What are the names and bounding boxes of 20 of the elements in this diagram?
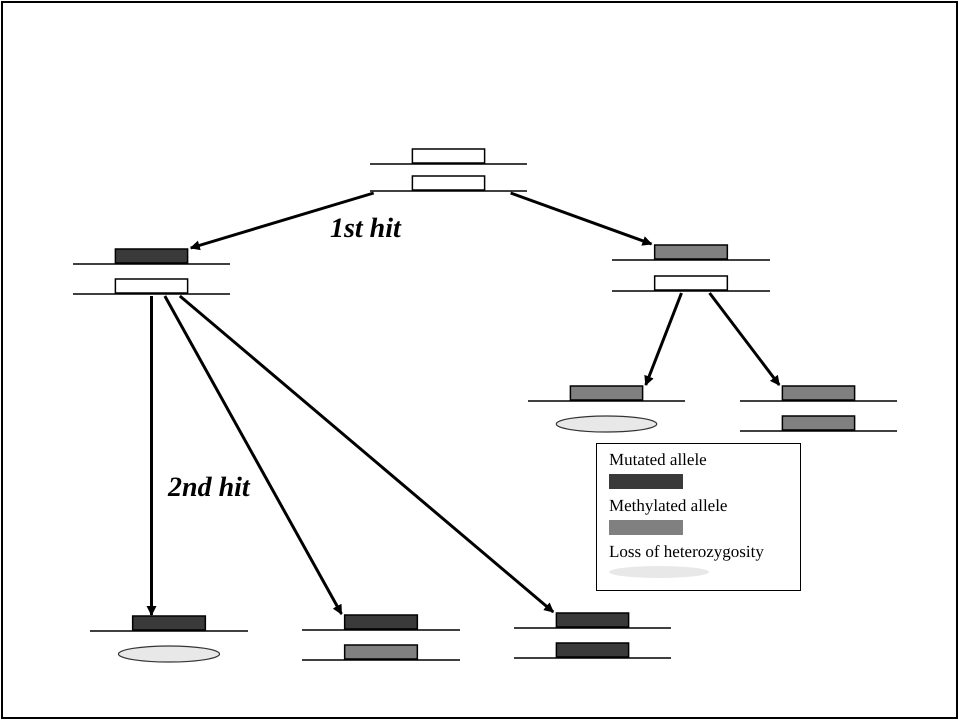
arrow: [190, 192, 374, 250]
chromosome-pair-drawing: [370, 148, 527, 193]
step-label: 2nd hit: [168, 472, 250, 504]
arrow: [510, 192, 652, 246]
arrow: [644, 292, 683, 386]
chromosome-pair-drawing: [612, 244, 770, 293]
arrow: [146, 296, 156, 616]
chromosome-pair-drawing: [90, 615, 248, 663]
chromosome-pair-drawing: [740, 385, 897, 433]
legend-text: Loss of heterozygosity: [609, 542, 764, 562]
legend-text: Methylated allele: [609, 496, 728, 516]
arrow: [708, 292, 780, 386]
chromosome-pair-drawing: [528, 385, 685, 433]
legend-text: Mutated allele: [609, 450, 707, 470]
chromosome-pair-drawing: [73, 248, 230, 296]
step-label: 1st hit: [330, 213, 401, 245]
chromosome-pair-drawing: [302, 614, 460, 662]
chromosome-pair-drawing: [514, 612, 671, 660]
arrow: [178, 294, 554, 614]
arrow: [164, 295, 343, 615]
